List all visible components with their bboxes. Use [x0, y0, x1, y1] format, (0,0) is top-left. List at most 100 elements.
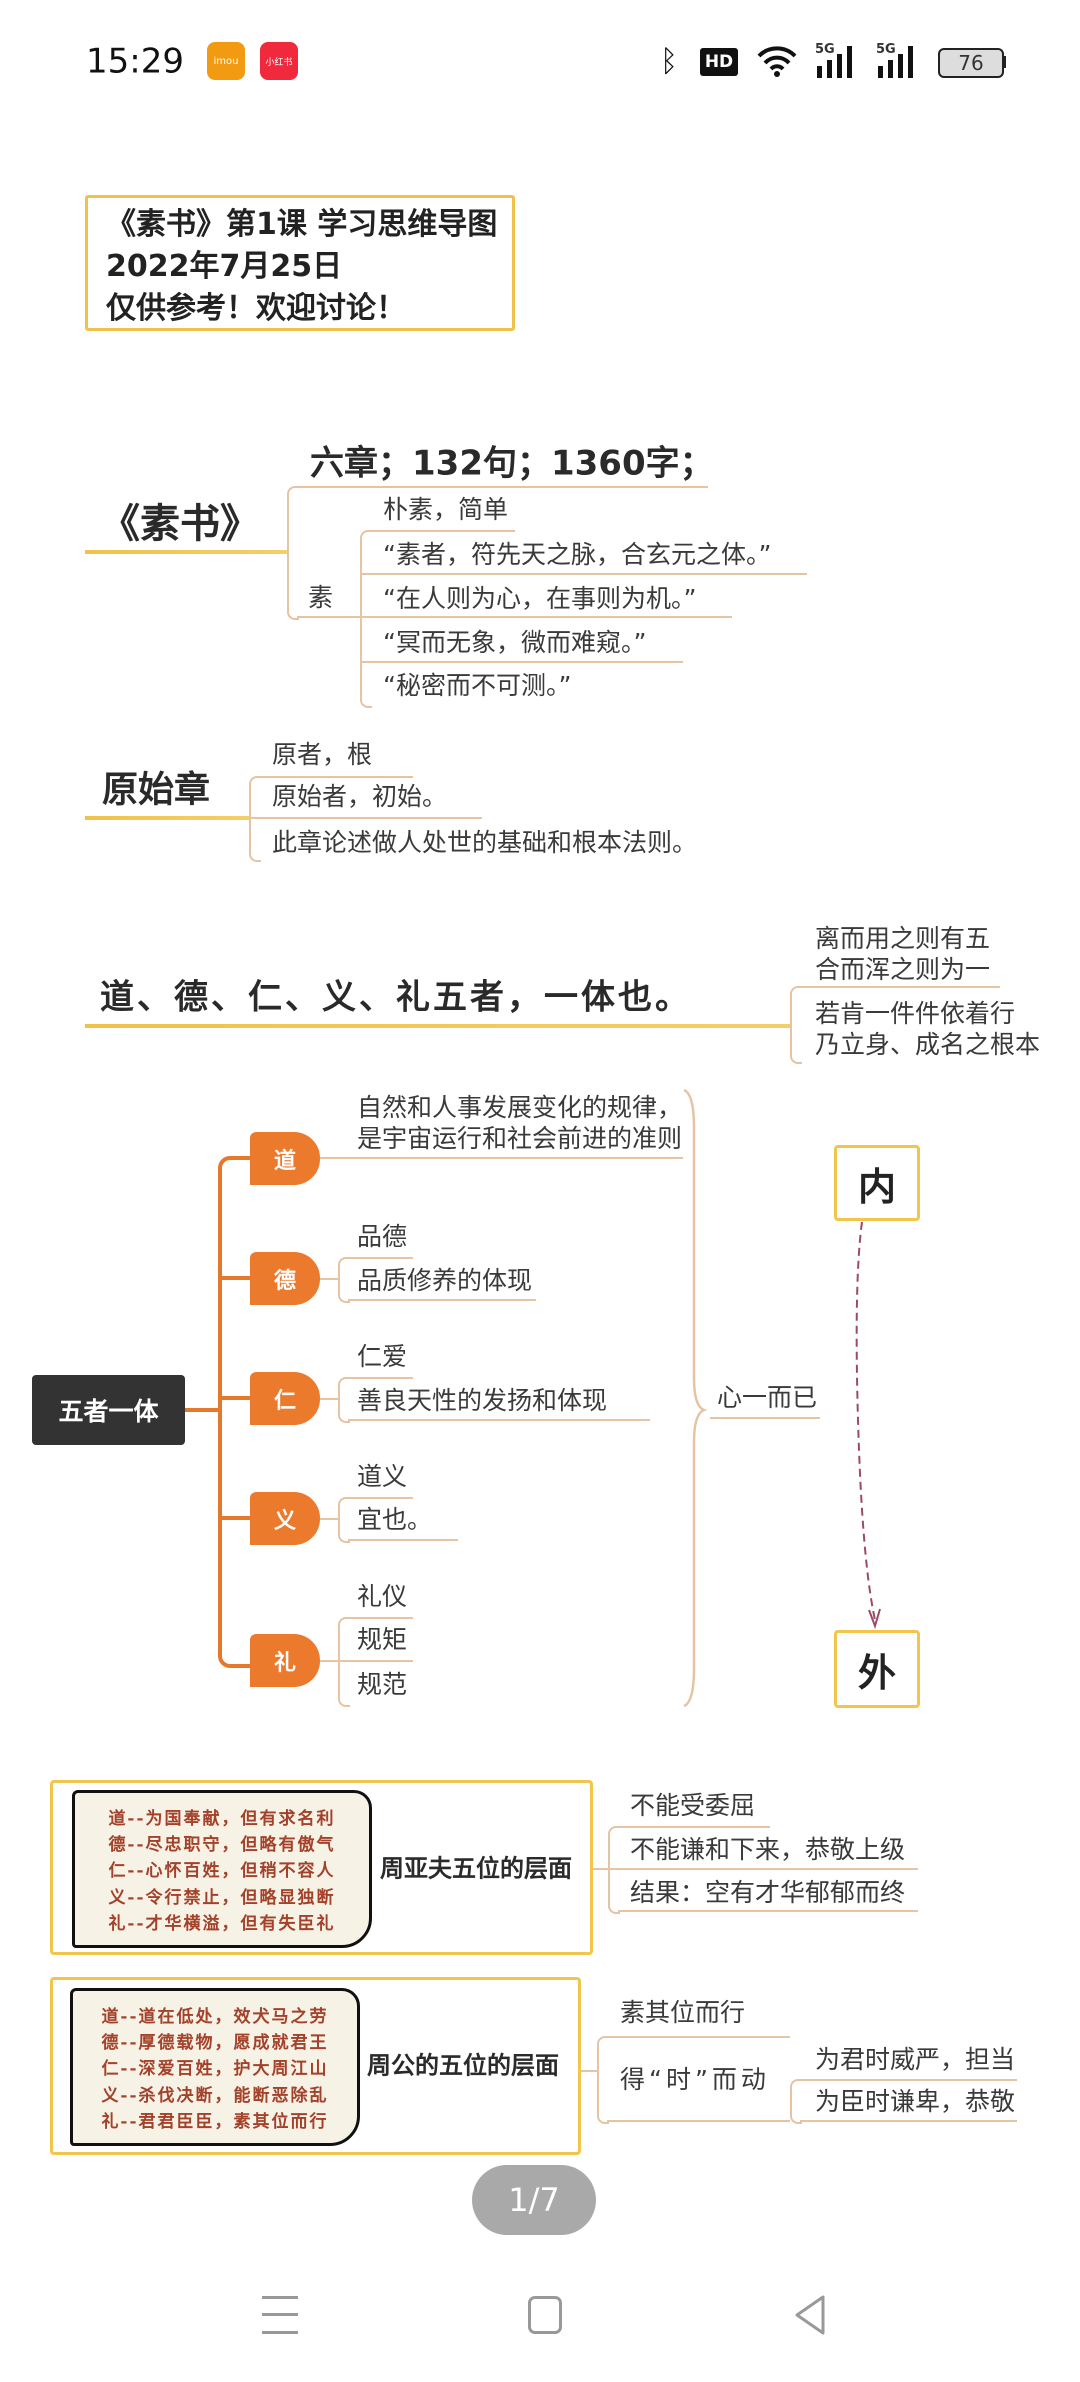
back-button[interactable] — [792, 2294, 828, 2336]
branch-line — [800, 986, 1000, 988]
li-item: 礼仪 — [357, 1582, 408, 1611]
dao-text: 自然和人事发展变化的规律，是宇宙运行和社会前进的准则 — [357, 1093, 683, 1153]
de-item: 品质修养的体现 — [357, 1266, 533, 1295]
wuzhe-underline — [85, 1024, 790, 1028]
li-item: 规矩 — [357, 1625, 408, 1654]
branch-line — [348, 1299, 536, 1301]
yuanshi-item: 原始者，初始。 — [272, 782, 448, 811]
zhougong-item: 得“时”而动 — [620, 2065, 770, 2094]
branch-line — [618, 1826, 770, 1828]
bluetooth-icon: ᛒ — [660, 44, 678, 79]
yuanshi-item: 原者，根 — [272, 740, 373, 769]
branch-line — [320, 1157, 683, 1159]
hd-icon: HD — [700, 48, 738, 76]
li-item: 规范 — [357, 1670, 408, 1699]
imou-label: imou — [213, 55, 239, 67]
wuzhe-note: 离而用之则有五合而浑之则为一 — [815, 924, 991, 984]
branch-line — [581, 2070, 597, 2072]
back-icon — [795, 2295, 825, 2335]
header-line-1: 《素书》第1课 学习思维导图 — [106, 207, 498, 242]
wuzhe-bracket — [790, 986, 802, 1064]
wifi-icon — [757, 46, 797, 77]
zhouyafu-bracket — [608, 1826, 620, 1914]
yi-item: 道义 — [357, 1462, 408, 1491]
branch-line — [370, 530, 515, 532]
branch-line — [607, 2120, 790, 2122]
su-item: “在人则为心，在事则为机。” — [383, 584, 697, 613]
signal-5g-icon-2: 5G — [876, 42, 920, 78]
clock: 15:29 — [86, 41, 184, 82]
tag-li: 礼 — [250, 1634, 320, 1687]
branch-line — [297, 616, 360, 618]
branch-line — [710, 1417, 820, 1419]
branch-line — [360, 661, 683, 663]
zhougong-card — [50, 1977, 581, 2155]
yuanshi-title: 原始章 — [102, 769, 211, 811]
ren-bracket — [338, 1377, 350, 1423]
ren-item: 善良天性的发扬和体现 — [357, 1386, 608, 1415]
branch-line — [348, 1617, 413, 1619]
curly-brace — [683, 1088, 708, 1708]
header-line-3: 仅供参考！欢迎讨论！ — [106, 291, 406, 326]
zhougong-bracket — [597, 2036, 609, 2124]
de-bracket — [338, 1257, 350, 1303]
zhougong-label: 周公的五位的层面 — [367, 2051, 559, 2080]
header-box: 《素书》第1课 学习思维导图 2022年7月25日 仅供参考！欢迎讨论！ — [85, 195, 515, 331]
branch-line — [320, 1660, 338, 1662]
branch-line — [249, 817, 482, 819]
branch-line — [360, 573, 807, 575]
yuanshi-item: 此章论述做人处世的基础和根本法则。 — [272, 828, 698, 857]
de-item: 品德 — [357, 1222, 408, 1251]
signal-5g-icon: 5G — [815, 42, 859, 78]
zhougong-item: 素其位而行 — [620, 1998, 746, 2027]
zhouyafu-item: 结果：空有才华郁郁而终 — [630, 1878, 906, 1907]
trunk-line — [220, 1276, 250, 1280]
outer-box: 外 — [834, 1630, 920, 1708]
li-bracket — [338, 1617, 350, 1707]
zhouyafu-item: 不能谦和下来，恭敬上级 — [630, 1835, 906, 1864]
sushu-title: 《素书》 — [100, 501, 260, 547]
inner-box: 内 — [834, 1145, 920, 1221]
trunk-line — [185, 1408, 220, 1412]
battery-icon: 76 — [938, 48, 1004, 78]
branch-line — [607, 2036, 790, 2038]
branch-line — [320, 1278, 338, 1280]
branch-line — [338, 1660, 413, 1662]
tag-ren: 仁 — [250, 1372, 320, 1425]
su-item: “冥而无象，微而难窥。” — [383, 628, 647, 657]
su-label: 素 — [308, 583, 334, 612]
su-item: 朴素，简单 — [383, 495, 509, 524]
zhouyafu-scroll-image: 道--为国奉献，但有求名利德--尽忠职守，但略有傲气仁--心怀百姓，但稍不容人义… — [72, 1790, 372, 1948]
yuanshi-bracket — [249, 776, 261, 862]
branch-line — [259, 776, 413, 778]
header-line-2: 2022年7月25日 — [106, 249, 343, 284]
branch-line — [297, 486, 708, 488]
wuzhe-note: 若肯一件件依着行乃立身、成名之根本 — [815, 999, 1041, 1059]
branch-line — [618, 1910, 918, 1912]
imou-icon: imou — [207, 42, 245, 80]
home-button[interactable] — [528, 2296, 562, 2334]
zhouyafu-label: 周亚夫五位的层面 — [380, 1854, 572, 1883]
zhougong-scroll-image: 道--道在低处，效犬马之劳德--厚德载物，愿成就君王仁--深爱百姓，护大周江山义… — [70, 1988, 360, 2146]
branch-line — [348, 1539, 458, 1541]
xhs-label: 小红书 — [265, 57, 293, 68]
zhouyafu-item: 不能受委屈 — [630, 1791, 756, 1820]
yuanshi-underline — [85, 816, 249, 820]
yiti-root: 五者一体 — [32, 1375, 185, 1445]
branch-line — [348, 1419, 650, 1421]
branch-line — [348, 1497, 413, 1499]
menu-button[interactable] — [262, 2296, 298, 2334]
zhougong-sub-item: 为君时威严，担当 — [815, 2045, 1016, 2074]
branch-line — [348, 1377, 413, 1379]
xiaohongshu-icon: 小红书 — [260, 42, 298, 80]
branch-line — [360, 616, 732, 618]
yiti-summary: 心一而已 — [717, 1383, 818, 1412]
branch-line — [320, 1518, 338, 1520]
zhougong-sub-bracket — [790, 2079, 802, 2124]
page-indicator: 1/7 — [472, 2165, 596, 2235]
su-item: “秘密而不可测。” — [383, 671, 572, 700]
sushu-underline — [85, 550, 287, 554]
branch-line — [593, 1868, 608, 1870]
tag-dao: 道 — [250, 1132, 320, 1185]
tag-de: 德 — [250, 1252, 320, 1305]
